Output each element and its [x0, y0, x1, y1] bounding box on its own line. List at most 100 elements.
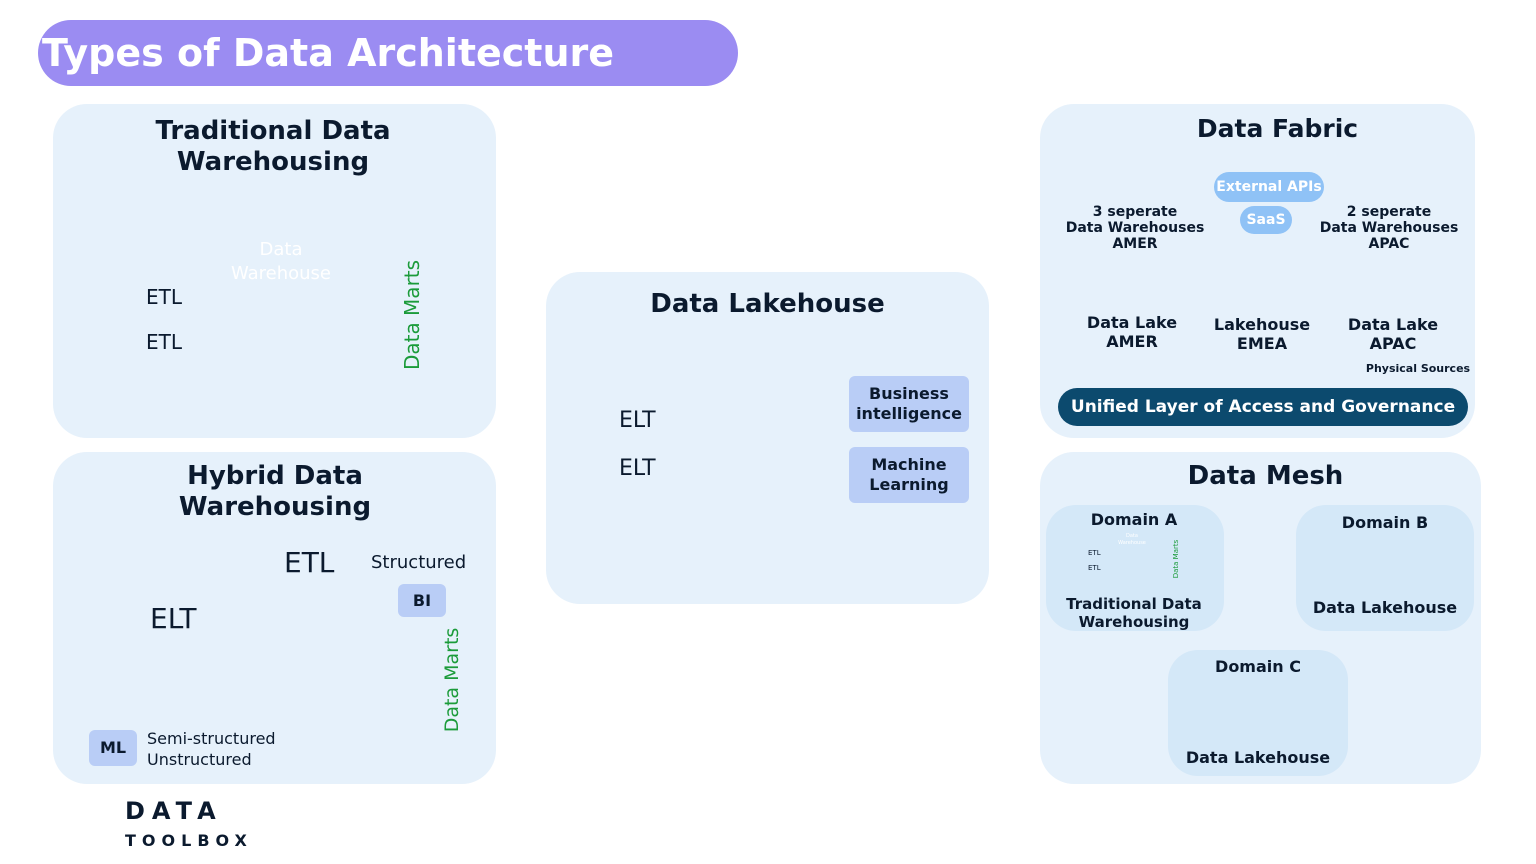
- apac-dw-line1: 2 seperate: [1346, 204, 1432, 220]
- apac-dw-line3: APAC: [1368, 236, 1410, 252]
- apac-dw-line2: Data Warehouses: [1319, 220, 1459, 236]
- server-stack-icon: [714, 364, 822, 480]
- data-mart-icon: [349, 245, 389, 282]
- bi-chip: BI: [398, 584, 446, 617]
- ml-chip: ML: [89, 730, 137, 766]
- data-warehouse-icon: [207, 238, 355, 384]
- saas-chip: SaaS: [1240, 206, 1292, 234]
- logo-text-data: DATA: [125, 797, 223, 825]
- ml-line2: Learning: [869, 475, 949, 494]
- domain-c-title: Domain C: [1215, 657, 1301, 676]
- domain-b-label: Data Lakehouse: [1312, 598, 1458, 617]
- amer-dw-line3: AMER: [1112, 236, 1158, 252]
- warehouse-label-line2: Warehouse: [230, 263, 332, 284]
- data-mart-icon: [408, 661, 436, 687]
- apac-data-lake-icon: [1357, 256, 1427, 306]
- data-marts-label: Data Marts: [400, 259, 424, 371]
- warehouse-label-line1: Data: [259, 239, 303, 260]
- structured-label: Structured: [371, 552, 467, 573]
- traditional-title: Traditional Data Warehousing: [53, 116, 493, 178]
- mesh-connection-lines: [1224, 566, 1298, 649]
- etl-pipe-icon: [122, 352, 210, 380]
- domain-b-lakehouse-icon: [1357, 535, 1415, 594]
- mini-etl-label: ETL: [1088, 549, 1101, 557]
- warehouse-label: Data Warehouse: [207, 238, 355, 286]
- mini-data-marts-label: Data Marts: [1172, 539, 1180, 579]
- etl-label: ETL: [146, 285, 182, 309]
- data-shapes-icon: [125, 667, 224, 686]
- amer-dw-line1: 3 seperate: [1092, 204, 1178, 220]
- elt-arrows-icon: [129, 635, 222, 667]
- domain-a-label-line2: Warehousing: [1078, 613, 1190, 631]
- mini-etl-label: ETL: [1088, 564, 1101, 572]
- mini-dw-line1: Data: [1126, 533, 1138, 539]
- apac-warehouses-label: 2 seperate Data Warehouses APAC: [1314, 204, 1464, 252]
- apac-warehouses-icon: [1341, 166, 1434, 200]
- fabric-dashed-boundary: [1051, 149, 1467, 357]
- elt-label: ELT: [619, 456, 656, 481]
- data-mart-icon: [349, 293, 389, 330]
- elt-pipe-icon: [594, 477, 687, 508]
- elt-pipe-icon: [234, 670, 309, 688]
- mini-data-warehouse-icon: [1080, 534, 1166, 583]
- page-title: Types of Data Architecture: [41, 31, 615, 75]
- hybrid-etl-label: ETL: [284, 546, 335, 579]
- bi-line1: Business: [869, 384, 949, 403]
- title-banner: [38, 20, 738, 86]
- emea-lakehouse-icon: [1234, 249, 1290, 306]
- lakehouse-line1: Lakehouse: [1213, 315, 1311, 334]
- hybrid-title-line1: Hybrid Data: [187, 461, 363, 491]
- elt-label: ELT: [619, 408, 656, 433]
- lake-amer-line2: AMER: [1106, 332, 1158, 351]
- business-intelligence-chip: Business intelligence: [849, 376, 969, 432]
- data-mart-icon: [408, 626, 436, 652]
- lake-amer-line1: Data Lake: [1086, 313, 1178, 332]
- lake-apac-line2: APAC: [1369, 334, 1417, 353]
- unified-layer-bar: Unified Layer of Access and Governance: [1058, 388, 1468, 426]
- unstructured-label: Unstructured: [147, 750, 252, 769]
- etl-pipe-icon: [122, 307, 210, 325]
- data-warehouse-icon: [309, 620, 409, 721]
- hybrid-data-marts-label: Data Marts: [441, 627, 463, 733]
- semi-structured-label: Semi-structured: [147, 729, 276, 748]
- domain-a-title: Domain A: [1090, 510, 1178, 529]
- lakehouse-title: Data Lakehouse: [650, 289, 885, 319]
- mesh-title: Data Mesh: [1187, 461, 1344, 491]
- traditional-title-line1: Traditional Data: [155, 116, 391, 146]
- hybrid-elt-label: ELT: [150, 602, 197, 635]
- hybrid-title-line2: Warehousing: [178, 492, 372, 522]
- data-mart-icon: [349, 343, 389, 380]
- domain-c-label: Data Lakehouse: [1185, 748, 1331, 767]
- machine-learning-chip: Machine Learning: [849, 447, 969, 503]
- data-lake-icon: [119, 695, 233, 723]
- amer-warehouses-icon: [1062, 166, 1207, 200]
- physical-sources-label: Physical Sources: [1365, 362, 1471, 375]
- lake-apac-line1: Data Lake: [1347, 315, 1439, 334]
- data-mart-icon: [408, 695, 436, 721]
- domain-b-title: Domain B: [1341, 513, 1429, 532]
- hybrid-title: Hybrid Data Warehousing: [55, 461, 495, 523]
- elt-pipe-icon: [594, 386, 687, 415]
- emea-lakehouse-label: Lakehouse EMEA: [1202, 315, 1322, 353]
- water-icon: [694, 470, 841, 512]
- elt-pipe-icon: [594, 435, 687, 453]
- amer-warehouses-label: 3 seperate Data Warehouses AMER: [1060, 204, 1210, 252]
- etl-pipe-icon: [122, 262, 210, 289]
- apac-data-lake-label: Data Lake APAC: [1333, 315, 1453, 353]
- ml-line1: Machine: [871, 455, 947, 474]
- amer-data-lake-label: Data Lake AMER: [1072, 313, 1192, 351]
- amer-data-lake-icon: [1097, 256, 1167, 306]
- domain-a-label: Traditional Data Warehousing: [1046, 595, 1222, 631]
- amer-dw-line2: Data Warehouses: [1065, 220, 1205, 236]
- bi-line2: intelligence: [856, 404, 962, 423]
- domain-a-label-line1: Traditional Data: [1066, 595, 1202, 613]
- external-apis-chip: External APIs: [1214, 172, 1324, 202]
- panel-hybrid: [53, 452, 496, 784]
- mini-dw-line2: Warehouse: [1118, 540, 1146, 546]
- lakehouse-line2: EMEA: [1236, 334, 1288, 353]
- traditional-title-line2: Warehousing: [176, 147, 370, 177]
- etl-label: ETL: [146, 330, 182, 354]
- logo-text-toolbox: TOOLBOX: [125, 831, 253, 850]
- mini-warehouse-label: Data Warehouse: [1112, 533, 1152, 547]
- etl-pipe-icon: [247, 580, 357, 622]
